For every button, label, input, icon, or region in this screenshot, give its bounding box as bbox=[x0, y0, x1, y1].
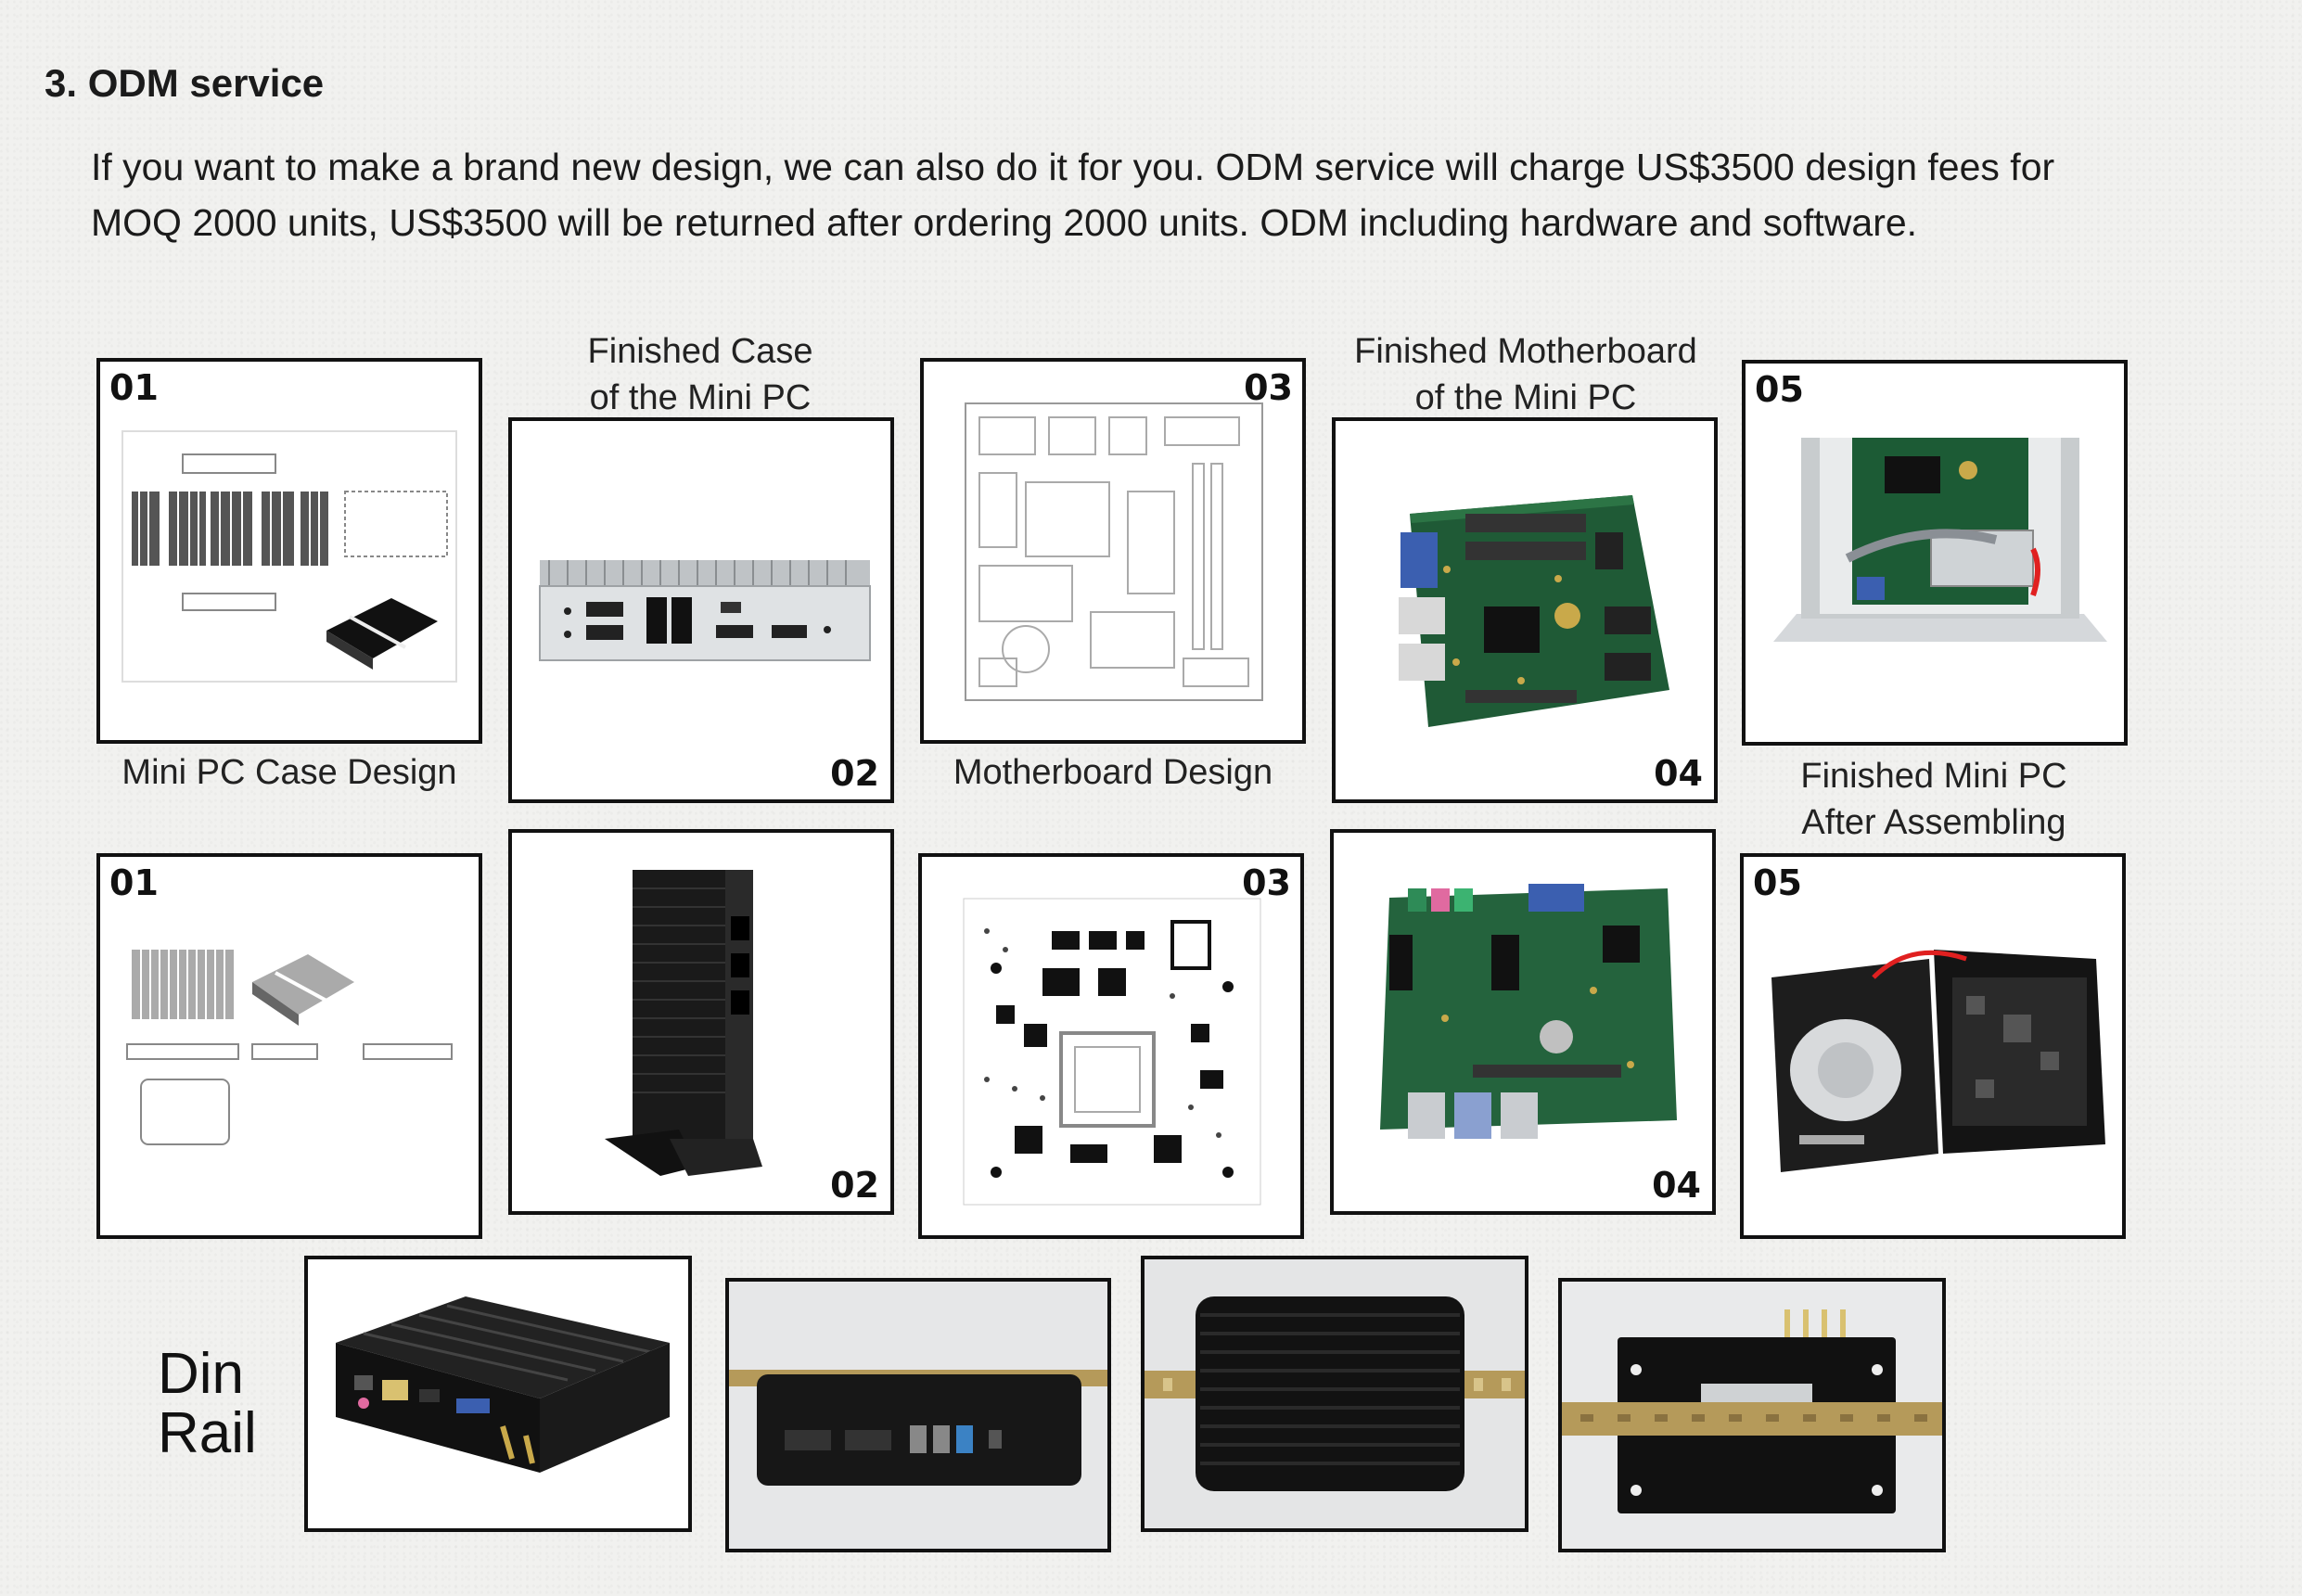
step-number: 05 bbox=[1753, 862, 1802, 903]
finished-case-photo bbox=[539, 560, 871, 661]
finished-case-panel: 02 bbox=[508, 417, 894, 803]
caption-line: After Assembling bbox=[1801, 803, 2066, 842]
din-rail-front-panel bbox=[725, 1278, 1111, 1552]
paragraph-line-2: MOQ 2000 units, US$3500 will be returned… bbox=[91, 201, 1918, 244]
din-rail-back-photo bbox=[1562, 1282, 1942, 1549]
motherboard-pcb-layout-panel: 03 bbox=[918, 853, 1304, 1239]
step-number: 01 bbox=[109, 367, 159, 408]
motherboard-photo-2 bbox=[1380, 884, 1677, 1139]
step-number: 03 bbox=[1244, 367, 1293, 408]
finished-motherboard-panel: 04 bbox=[1332, 417, 1718, 803]
motherboard-design-panel: 03 bbox=[920, 358, 1306, 744]
paragraph-line-1: If you want to make a brand new design, … bbox=[91, 146, 2055, 188]
caption-line: Finished Case bbox=[587, 332, 813, 371]
case-design-drawing-panel: 01 bbox=[96, 358, 482, 744]
din-rail-mini-pc-photo bbox=[336, 1296, 670, 1473]
caption-finished-mini-pc: Finished Mini PC After Assembling bbox=[1725, 753, 2142, 846]
din-rail-label: Din Rail bbox=[158, 1345, 257, 1463]
din-rail-front-photo bbox=[729, 1282, 1107, 1549]
finished-mini-pc-panel: 05 bbox=[1742, 360, 2128, 746]
din-rail-line-1: Din bbox=[158, 1342, 245, 1406]
step-number: 02 bbox=[830, 753, 879, 794]
din-rail-line-2: Rail bbox=[158, 1401, 257, 1465]
vertical-mini-pc-panel: 02 bbox=[508, 829, 894, 1215]
step-number: 03 bbox=[1242, 862, 1291, 903]
section-paragraph: If you want to make a brand new design, … bbox=[91, 139, 2261, 250]
assembled-mini-pc-photo bbox=[1773, 438, 2107, 642]
step-number: 04 bbox=[1652, 1165, 1701, 1206]
step-number: 05 bbox=[1755, 369, 1804, 410]
assembled-case-open-photo bbox=[1771, 950, 2105, 1172]
caption-finished-case: Finished Case of the Mini PC bbox=[492, 328, 909, 421]
pcb-layout-drawing bbox=[963, 898, 1261, 1206]
section-title: 3. ODM service bbox=[45, 61, 325, 105]
din-rail-back-panel bbox=[1558, 1278, 1946, 1552]
step-number: 01 bbox=[109, 862, 159, 903]
assembled-case-open-panel: 05 bbox=[1740, 853, 2126, 1239]
motherboard-outline-drawing bbox=[965, 402, 1263, 701]
din-rail-pc-photo-panel bbox=[304, 1256, 692, 1532]
caption-motherboard-design: Motherboard Design bbox=[953, 753, 1273, 792]
caption-line: of the Mini PC bbox=[1414, 378, 1637, 417]
caption-line: Finished Motherboard bbox=[1354, 332, 1697, 371]
caption-finished-motherboard: Finished Motherboard of the Mini PC bbox=[1317, 328, 1734, 421]
din-rail-top-photo bbox=[1145, 1259, 1525, 1528]
din-rail-top-panel bbox=[1141, 1256, 1528, 1532]
case-technical-drawing bbox=[121, 430, 457, 683]
caption-line: Finished Mini PC bbox=[1800, 757, 2067, 796]
caption-case-design: Mini PC Case Design bbox=[121, 753, 457, 792]
step-number: 04 bbox=[1654, 753, 1703, 794]
motherboard-photo-panel-2: 04 bbox=[1330, 829, 1716, 1215]
step-number: 02 bbox=[830, 1165, 879, 1206]
vertical-mini-pc-photo bbox=[605, 870, 762, 1176]
case-technical-drawing-2 bbox=[126, 950, 453, 1145]
caption-line: of the Mini PC bbox=[589, 378, 812, 417]
case-design-drawing-panel-2: 01 bbox=[96, 853, 482, 1239]
finished-motherboard-photo bbox=[1399, 495, 1669, 727]
